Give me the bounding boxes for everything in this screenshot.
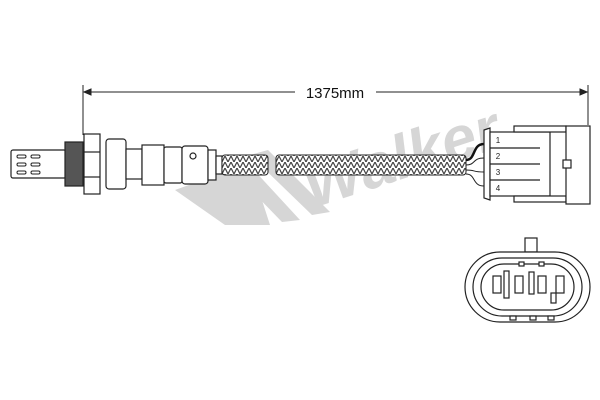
length-label: 1375mm	[306, 85, 364, 102]
sensor-body	[10, 133, 223, 195]
pin-label-2: 2	[496, 152, 501, 161]
dimension-line	[82, 85, 589, 135]
connector-front-view	[464, 237, 591, 323]
pin-label-1: 1	[496, 136, 501, 145]
braided-cable	[221, 142, 485, 187]
pin-label-3: 3	[496, 168, 501, 177]
connector-side-view	[483, 125, 591, 205]
pin-label-4: 4	[496, 184, 501, 193]
